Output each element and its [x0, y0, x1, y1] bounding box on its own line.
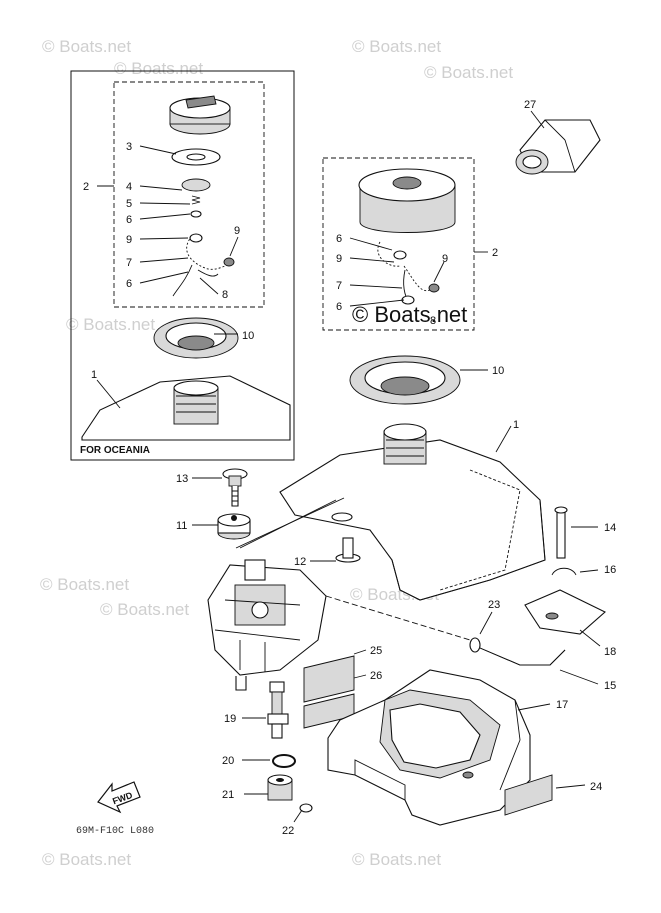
oceania-inset: FOR OCEANIA 3 4 5 6 9 7 6 8 9 10 1 2 — [70, 70, 295, 461]
callout-10: 10 — [242, 330, 254, 342]
valve-illustration — [181, 178, 211, 192]
callout-26: 26 — [370, 670, 382, 682]
bottom-cowling: 17 24 — [327, 669, 602, 826]
callout-13: 13 — [176, 473, 188, 485]
callout-6: 6 — [336, 233, 342, 245]
callout-1: 1 — [513, 419, 519, 431]
callout-15: 15 — [604, 680, 616, 692]
watermark: © Boats.net — [66, 315, 155, 334]
callout-8: 8 — [222, 289, 228, 301]
watermark: © Boats.net — [42, 850, 131, 869]
callout-23: 23 — [488, 599, 500, 611]
callout-7: 7 — [126, 257, 132, 269]
callout-24: 24 — [590, 781, 602, 793]
callout-20: 20 — [222, 755, 234, 767]
inset-frame — [70, 70, 295, 461]
callout-6: 6 — [126, 278, 132, 290]
callout-17: 17 — [556, 699, 568, 711]
inset-title: FOR OCEANIA — [80, 445, 150, 456]
callout-9: 9 — [336, 253, 342, 265]
small-parts-right: 14 16 18 15 23 — [325, 506, 616, 692]
grommet-27: 27 — [515, 99, 601, 175]
callout-16: 16 — [604, 564, 616, 576]
forward-arrow-icon: FWD — [97, 781, 141, 814]
callout-5: 5 — [126, 198, 132, 210]
callout-8: 8 — [430, 315, 436, 327]
watermark-layer: © Boats.net © Boats.net © Boats.net © Bo… — [40, 37, 513, 869]
fuel-cap-illustration — [169, 95, 231, 135]
cap-dashed-group — [322, 157, 475, 331]
watermark: © Boats.net — [42, 37, 131, 56]
callout-4: 4 — [126, 181, 132, 193]
callout-19: 19 — [224, 713, 236, 725]
callout-9: 9 — [126, 234, 132, 246]
watermark: © Boats.net — [424, 63, 513, 82]
inset-dashed-group — [113, 81, 265, 308]
watermark: © Boats.net — [40, 575, 129, 594]
callout-2: 2 — [492, 247, 498, 259]
watermark: © Boats.net — [100, 600, 189, 619]
main-cap-group: 6 9 7 6 9 8 2 © Boats.net — [322, 157, 498, 331]
spring-illustration — [191, 195, 201, 205]
callout-7: 7 — [336, 280, 342, 292]
callout-18: 18 — [604, 646, 616, 658]
carburetor-illustration — [207, 499, 337, 691]
callout-9: 9 — [442, 253, 448, 265]
callout-3: 3 — [126, 141, 132, 153]
callout-14: 14 — [604, 522, 616, 534]
callout-21: 21 — [222, 789, 234, 801]
callout-6: 6 — [126, 214, 132, 226]
watermark: © Boats.net — [114, 59, 203, 78]
labels-25-26: 25 26 — [303, 645, 382, 729]
chain-illustration — [186, 235, 233, 270]
callout-12: 12 — [294, 556, 306, 568]
diagram-code: 69M-F10C L080 — [76, 826, 154, 837]
filler-gasket-main: 10 — [349, 355, 504, 405]
callout-11: 11 — [176, 520, 187, 532]
callout-25: 25 — [370, 645, 382, 657]
callout-22: 22 — [282, 825, 294, 837]
callout-27: 27 — [524, 99, 536, 111]
linkage-parts: 19 20 21 22 — [222, 681, 313, 837]
small-parts-left: 13 11 12 — [176, 468, 361, 568]
callout-10: 10 — [492, 365, 504, 377]
watermark: © Boats.net — [352, 37, 441, 56]
center-watermark: © Boats.net — [352, 302, 467, 327]
callout-1: 1 — [91, 369, 97, 381]
callout-2: 2 — [83, 181, 89, 193]
fuel-tank-main: 1 — [279, 419, 546, 601]
watermark: © Boats.net — [352, 850, 441, 869]
callout-6: 6 — [336, 301, 342, 313]
callout-9: 9 — [234, 225, 240, 237]
